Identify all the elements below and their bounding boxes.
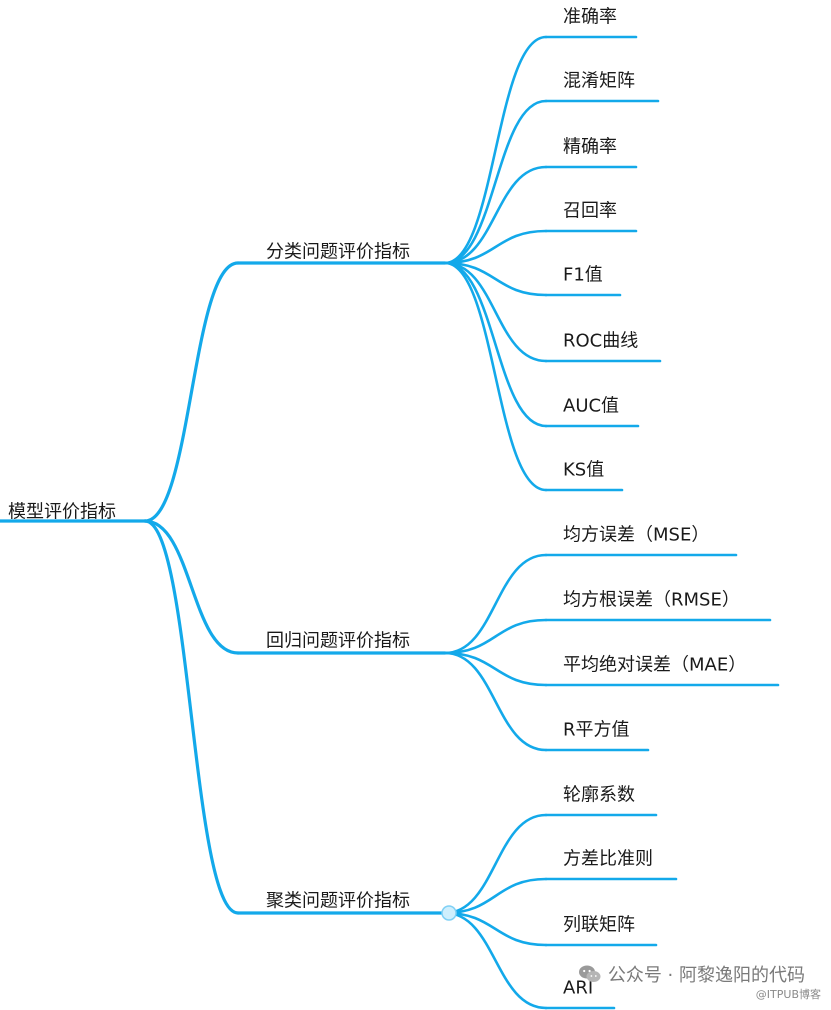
watermark-sub: @ITPUB博客 xyxy=(755,988,821,1001)
leaf-connector xyxy=(443,99,548,265)
leaf-connector xyxy=(443,553,548,655)
watermark-text: 公众号 · 阿黎逸阳的代码 xyxy=(607,965,805,986)
leaf-connector xyxy=(443,911,548,1010)
leaf-node-label[interactable]: 方差比准则 xyxy=(563,849,653,870)
leaf-connector xyxy=(443,877,548,915)
leaf-connector xyxy=(443,261,548,363)
wechat-icon xyxy=(578,965,601,982)
branch-node-label[interactable]: 分类问题评价指标 xyxy=(266,242,410,263)
leaf-connector xyxy=(443,813,548,915)
leaf-connector xyxy=(443,651,548,687)
leaf-connector xyxy=(443,261,548,428)
leaf-node-label[interactable]: 混淆矩阵 xyxy=(563,71,635,92)
leaf-node-label[interactable]: 列联矩阵 xyxy=(563,915,635,936)
leaf-node-label[interactable]: R平方值 xyxy=(563,720,630,741)
collapse-handle[interactable] xyxy=(441,905,457,921)
leaf-node-label[interactable]: ARI xyxy=(563,978,593,999)
branch-connector xyxy=(143,519,240,915)
leaf-node-label[interactable]: F1值 xyxy=(563,265,603,286)
leaf-node-label[interactable]: 召回率 xyxy=(563,201,617,222)
leaf-node-label[interactable]: KS值 xyxy=(563,460,604,481)
branch-node-label[interactable]: 聚类问题评价指标 xyxy=(266,891,410,912)
leaf-connector xyxy=(443,651,548,752)
leaf-node-label[interactable]: AUC值 xyxy=(563,396,619,417)
leaf-connector xyxy=(443,165,548,265)
branch-connector xyxy=(143,519,240,655)
branch-node-label[interactable]: 回归问题评价指标 xyxy=(266,631,410,652)
leaf-connector xyxy=(443,261,548,297)
leaf-node-label[interactable]: 轮廓系数 xyxy=(563,785,635,806)
watermark: 公众号 · 阿黎逸阳的代码 xyxy=(578,962,805,986)
leaf-connector xyxy=(443,261,548,492)
leaf-node-label[interactable]: 平均绝对误差（MAE） xyxy=(563,655,746,676)
mindmap-underlines xyxy=(0,35,780,1010)
mindmap-edges xyxy=(143,35,548,1010)
leaf-node-label[interactable]: 准确率 xyxy=(563,7,617,28)
leaf-connector xyxy=(443,911,548,947)
leaf-node-label[interactable]: ROC曲线 xyxy=(563,331,638,352)
leaf-connector xyxy=(443,229,548,265)
leaf-node-label[interactable]: 均方误差（MSE） xyxy=(563,525,709,546)
leaf-connector xyxy=(443,618,548,655)
leaf-connector xyxy=(443,35,548,265)
leaf-node-label[interactable]: 均方根误差（RMSE） xyxy=(563,590,740,611)
branch-connector xyxy=(143,261,240,523)
leaf-node-label[interactable]: 精确率 xyxy=(563,137,617,158)
root-node-label[interactable]: 模型评价指标 xyxy=(8,502,116,523)
